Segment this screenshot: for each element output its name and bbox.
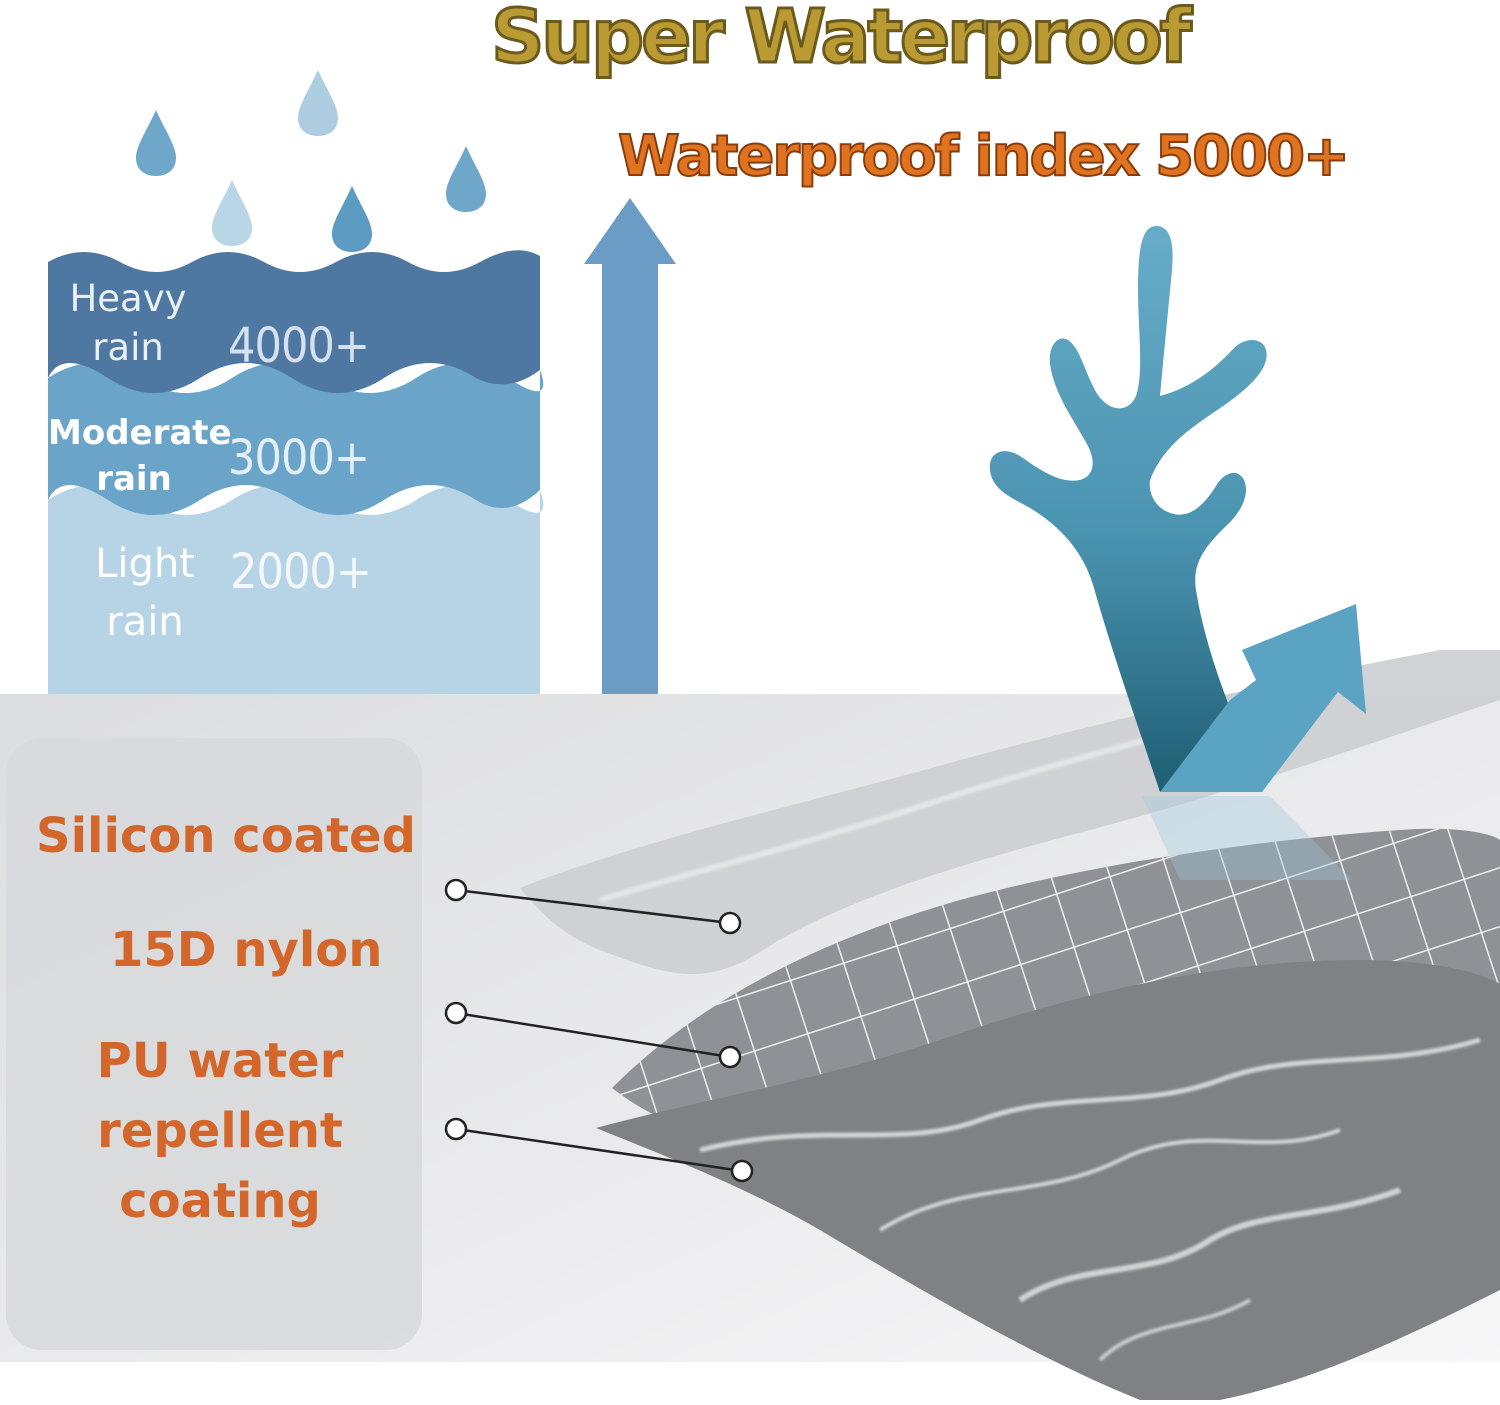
heavy-rain-label: Heavy rain — [69, 277, 187, 369]
raindrop-icon — [212, 180, 252, 246]
raindrop-icon — [298, 70, 338, 136]
leader-dot — [444, 1001, 468, 1025]
leader-dot — [444, 1117, 468, 1141]
leader-line-nylon — [455, 1011, 731, 1059]
leader-dot — [444, 878, 468, 902]
light-rain-value: 2000+ — [230, 544, 372, 600]
leader-dot — [718, 911, 742, 935]
leader-dot — [730, 1159, 754, 1183]
layer-labels-card — [6, 738, 422, 1350]
raindrop-icon — [446, 146, 486, 212]
waterproof-index-subtitle: Waterproof index 5000+ — [617, 123, 1351, 190]
leader-lines — [444, 878, 754, 1183]
splash-reflection — [1142, 796, 1352, 880]
raindrop-icon — [136, 110, 176, 176]
leader-line-silicon — [455, 888, 731, 925]
up-arrow-icon — [584, 198, 676, 694]
heavy-rain-value: 4000+ — [228, 318, 370, 374]
nylon-label: 15D nylon — [110, 922, 383, 978]
moderate-rain-band — [48, 363, 544, 515]
pu-coating-label: PU water repellent coating — [96, 1033, 344, 1229]
water-splash-icon — [989, 226, 1267, 792]
leader-line-pu — [455, 1127, 743, 1173]
raindrop-icon — [332, 186, 372, 252]
pu-coating-layer — [596, 960, 1500, 1400]
deflect-arrow-icon — [1160, 604, 1366, 792]
moderate-rain-label: Moderate rain — [48, 413, 232, 499]
silicon-coated-label: Silicon coated — [36, 808, 416, 864]
moderate-rain-value: 3000+ — [228, 430, 370, 486]
heavy-rain-band — [48, 250, 540, 393]
light-rain-label: Light rain — [95, 541, 195, 645]
light-rain-band — [48, 485, 544, 694]
leader-dot — [718, 1045, 742, 1069]
rain-level-bands — [48, 250, 544, 694]
page-title: Super Waterproof — [490, 0, 1194, 82]
raindrops — [136, 70, 486, 252]
